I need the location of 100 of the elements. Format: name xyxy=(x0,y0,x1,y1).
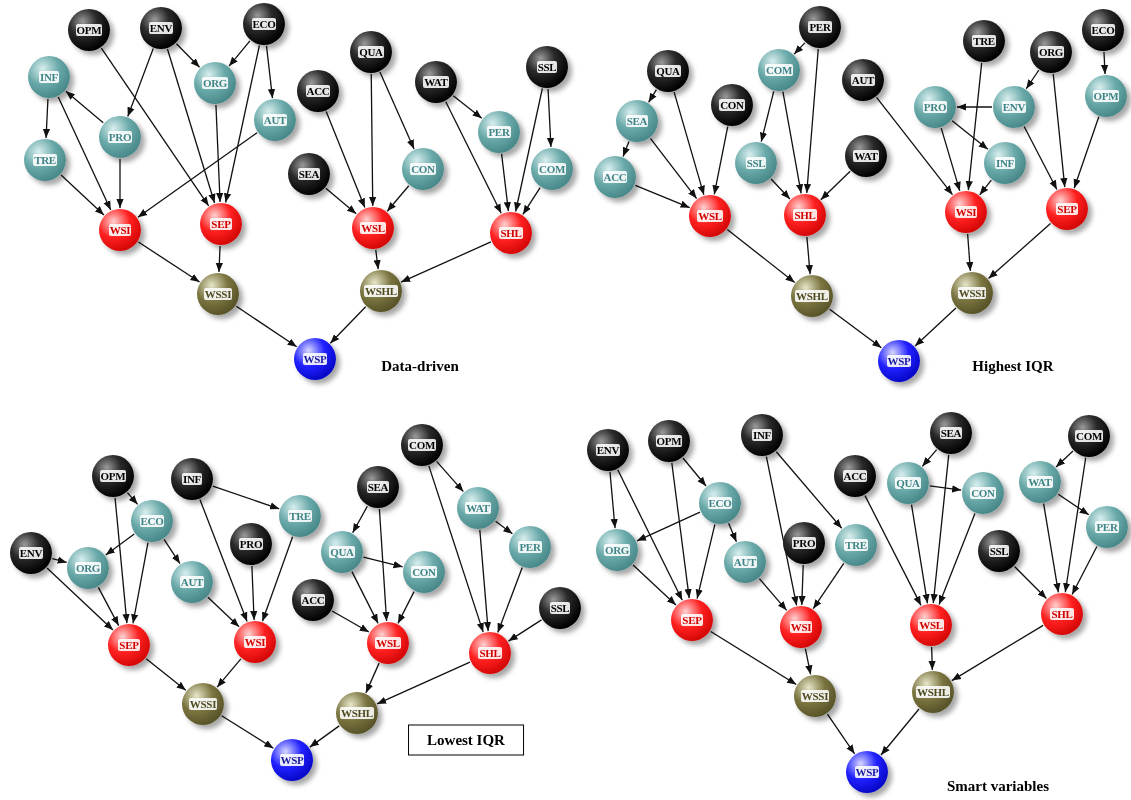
arrow xyxy=(228,40,251,67)
arrow xyxy=(325,187,357,215)
arrow xyxy=(215,104,224,203)
node-circle xyxy=(10,532,52,574)
arrow xyxy=(116,158,124,209)
arrow xyxy=(261,536,294,622)
node-label: ORG xyxy=(201,77,229,89)
node-circle xyxy=(1068,415,1110,457)
node-circle xyxy=(647,50,689,92)
arrow xyxy=(782,91,804,194)
node-circle xyxy=(401,424,443,466)
node-circle xyxy=(1082,9,1124,51)
arrow xyxy=(914,307,957,347)
node-label: WSP xyxy=(886,355,912,367)
arrow xyxy=(979,179,992,196)
node-circle xyxy=(509,526,551,568)
node-label: WSP xyxy=(854,766,880,778)
arrow xyxy=(966,233,974,272)
node-label: PRO xyxy=(922,101,948,113)
node-circle xyxy=(1086,506,1128,548)
arrow xyxy=(636,511,701,542)
node-label: INF xyxy=(38,71,59,83)
node-circle xyxy=(108,624,150,666)
arrow xyxy=(805,236,813,275)
node-circle xyxy=(741,414,783,456)
node-circle xyxy=(910,604,952,646)
arrow xyxy=(494,520,514,535)
arrow xyxy=(921,449,938,467)
node-circle xyxy=(271,739,313,781)
arrow xyxy=(673,91,705,196)
arrow xyxy=(428,465,484,633)
arrow xyxy=(365,662,380,694)
node-circle xyxy=(962,472,1004,514)
node-label: AUT xyxy=(179,576,205,588)
arrow xyxy=(105,533,135,556)
node-label: COM xyxy=(538,163,566,175)
node-label: SEP xyxy=(681,614,703,626)
node-circle xyxy=(297,70,339,112)
arrow xyxy=(479,529,492,632)
node-circle xyxy=(490,212,532,254)
node-circle xyxy=(758,49,800,91)
node-circle xyxy=(887,462,929,504)
arrow xyxy=(956,103,993,111)
arrow xyxy=(369,73,377,207)
node-circle xyxy=(194,62,236,104)
node-label: INF xyxy=(181,473,202,485)
node-circle xyxy=(469,632,511,674)
node-circle xyxy=(799,6,841,48)
node-circle xyxy=(171,458,213,500)
node-circle xyxy=(930,412,972,454)
node-circle xyxy=(531,148,573,190)
node-label: CON xyxy=(719,99,745,111)
node-circle xyxy=(724,541,766,583)
node-label: SHL xyxy=(793,209,817,221)
node-label: SSL xyxy=(988,545,1010,557)
node-circle xyxy=(140,7,182,49)
arrow xyxy=(100,47,210,207)
node-circle xyxy=(292,579,334,621)
arrow xyxy=(1013,565,1048,600)
node-label: SEA xyxy=(939,427,963,439)
node-circle xyxy=(1046,188,1088,230)
arrow xyxy=(362,556,404,569)
arrow xyxy=(351,571,379,624)
arrow xyxy=(940,127,961,192)
node-label: QUA xyxy=(895,477,921,489)
node-circle xyxy=(99,209,141,251)
node-circle xyxy=(587,429,629,471)
arrow xyxy=(820,170,851,201)
node-label: SHL xyxy=(499,227,523,239)
node-label: WAT xyxy=(423,76,449,88)
node-label: AUT xyxy=(732,556,758,568)
arrow xyxy=(497,566,523,634)
node-circle xyxy=(294,338,336,380)
node-label: ORG xyxy=(1037,46,1065,58)
arrow xyxy=(1063,457,1087,593)
arrow xyxy=(352,505,368,534)
node-circle xyxy=(539,587,581,629)
node-label: WSSI xyxy=(957,287,987,299)
node-circle xyxy=(182,683,224,725)
node-circle xyxy=(842,59,884,101)
arrow xyxy=(1071,545,1098,596)
node-label: WSSI xyxy=(188,698,218,710)
node-circle xyxy=(403,551,445,593)
arrow xyxy=(622,140,630,158)
node-circle xyxy=(878,340,920,382)
node-circle xyxy=(321,531,363,573)
arrow xyxy=(951,624,1044,682)
arrow xyxy=(60,174,105,216)
arrow xyxy=(250,565,258,621)
node-circle xyxy=(357,466,399,508)
arrow xyxy=(929,485,962,493)
arrow xyxy=(114,497,130,624)
arrow xyxy=(65,90,104,124)
node-circle xyxy=(478,111,520,153)
arrow xyxy=(1025,69,1040,90)
node-circle xyxy=(28,56,70,98)
node-label: WSI xyxy=(954,206,978,218)
node-label: WSI xyxy=(243,636,267,648)
arrow xyxy=(726,228,796,284)
arrow xyxy=(671,462,692,599)
